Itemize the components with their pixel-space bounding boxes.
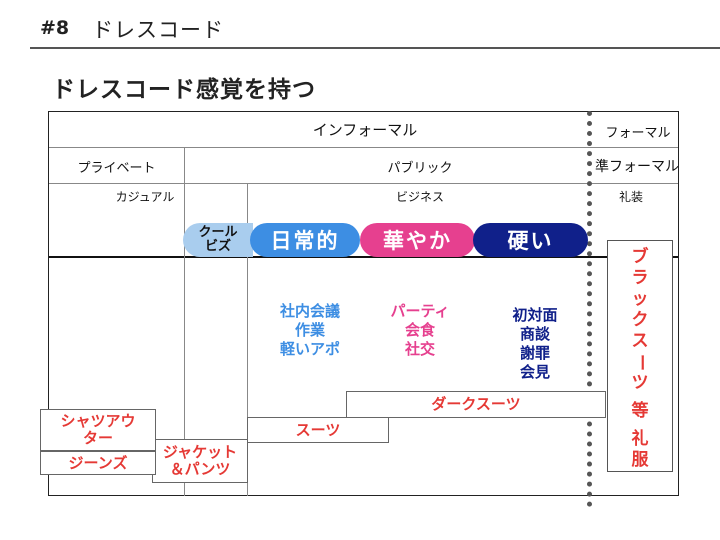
row3-divider (49, 256, 678, 258)
example-item: 商談 (519, 325, 550, 343)
label-semi-formal: 準フォーマル (595, 159, 679, 175)
example-item: 作業 (294, 321, 325, 339)
examples-hard: 初対面 商談 謝罪 会見 (495, 306, 575, 382)
example-item: 社交 (404, 340, 435, 358)
label-formal: フォーマル (605, 126, 671, 141)
black-suit-char: ツ (631, 373, 649, 393)
jacket-line2: ＆パンツ (169, 460, 231, 478)
black-suit-char: ク (631, 310, 649, 330)
formal-wear-char: 礼 (631, 429, 649, 449)
attire-shirt-outer: シャツアウター (40, 409, 156, 451)
label-ceremonial: 礼装 (618, 190, 643, 204)
example-item: 軽いアポ (279, 340, 340, 358)
header-divider (30, 47, 720, 49)
label-casual: カジュアル (115, 190, 175, 204)
examples-gorgeous: パーティ 会食 社交 (380, 302, 460, 359)
row2-divider (49, 183, 678, 184)
example-item: 会食 (404, 321, 435, 339)
cool-biz-line2: ビズ (204, 239, 231, 254)
example-item: パーティ (390, 302, 450, 320)
row1-divider (49, 147, 678, 148)
casual-business-divider (247, 183, 248, 496)
black-suit-char: ッ (631, 289, 649, 309)
cool-biz-line1: クール (198, 225, 238, 240)
formal-boundary-line (587, 111, 592, 507)
etc-char: 等 (631, 401, 649, 421)
slide-number: #8 (40, 17, 70, 39)
scale-cool-biz: クールビズ (183, 223, 253, 257)
black-suit-char: ブ (631, 247, 649, 267)
label-business: ビジネス (395, 190, 444, 204)
example-item: 初対面 (512, 306, 558, 324)
label-private: プライベート (77, 161, 156, 176)
black-suit-char: ー (630, 354, 651, 371)
scale-gorgeous: 華やか (360, 223, 475, 257)
shirt-line2: ター (82, 429, 113, 447)
section-title: ドレスコード (92, 18, 224, 42)
label-informal: インフォーマル (312, 121, 418, 139)
dress-code-table (48, 111, 679, 496)
scale-hard: 硬い (473, 223, 588, 257)
black-suit-char: ス (631, 331, 649, 351)
formal-wear-char: 服 (631, 450, 649, 470)
shirt-line1: シャツアウ (60, 412, 136, 430)
example-item: 会見 (519, 363, 550, 381)
attire-jeans: ジーンズ (40, 451, 156, 475)
label-public: パブリック (387, 161, 453, 176)
example-item: 謝罪 (519, 344, 550, 362)
attire-dark-suit: ダークスーツ (346, 391, 606, 418)
example-item: 社内会議 (279, 302, 340, 320)
scale-daily: 日常的 (250, 223, 360, 257)
black-suit-char: ラ (631, 268, 649, 288)
jacket-line1: ジャケット (162, 443, 238, 461)
attire-black-suit: ブ ラ ッ ク ス ー ツ 等 礼 服 (607, 240, 673, 472)
attire-jacket-pants: ジャケット＆パンツ (152, 439, 248, 483)
private-public-divider (184, 147, 185, 496)
examples-daily: 社内会議 作業 軽いアポ (270, 302, 350, 359)
page-title: ドレスコード感覚を持つ (52, 76, 316, 103)
attire-suit: スーツ (247, 417, 389, 443)
